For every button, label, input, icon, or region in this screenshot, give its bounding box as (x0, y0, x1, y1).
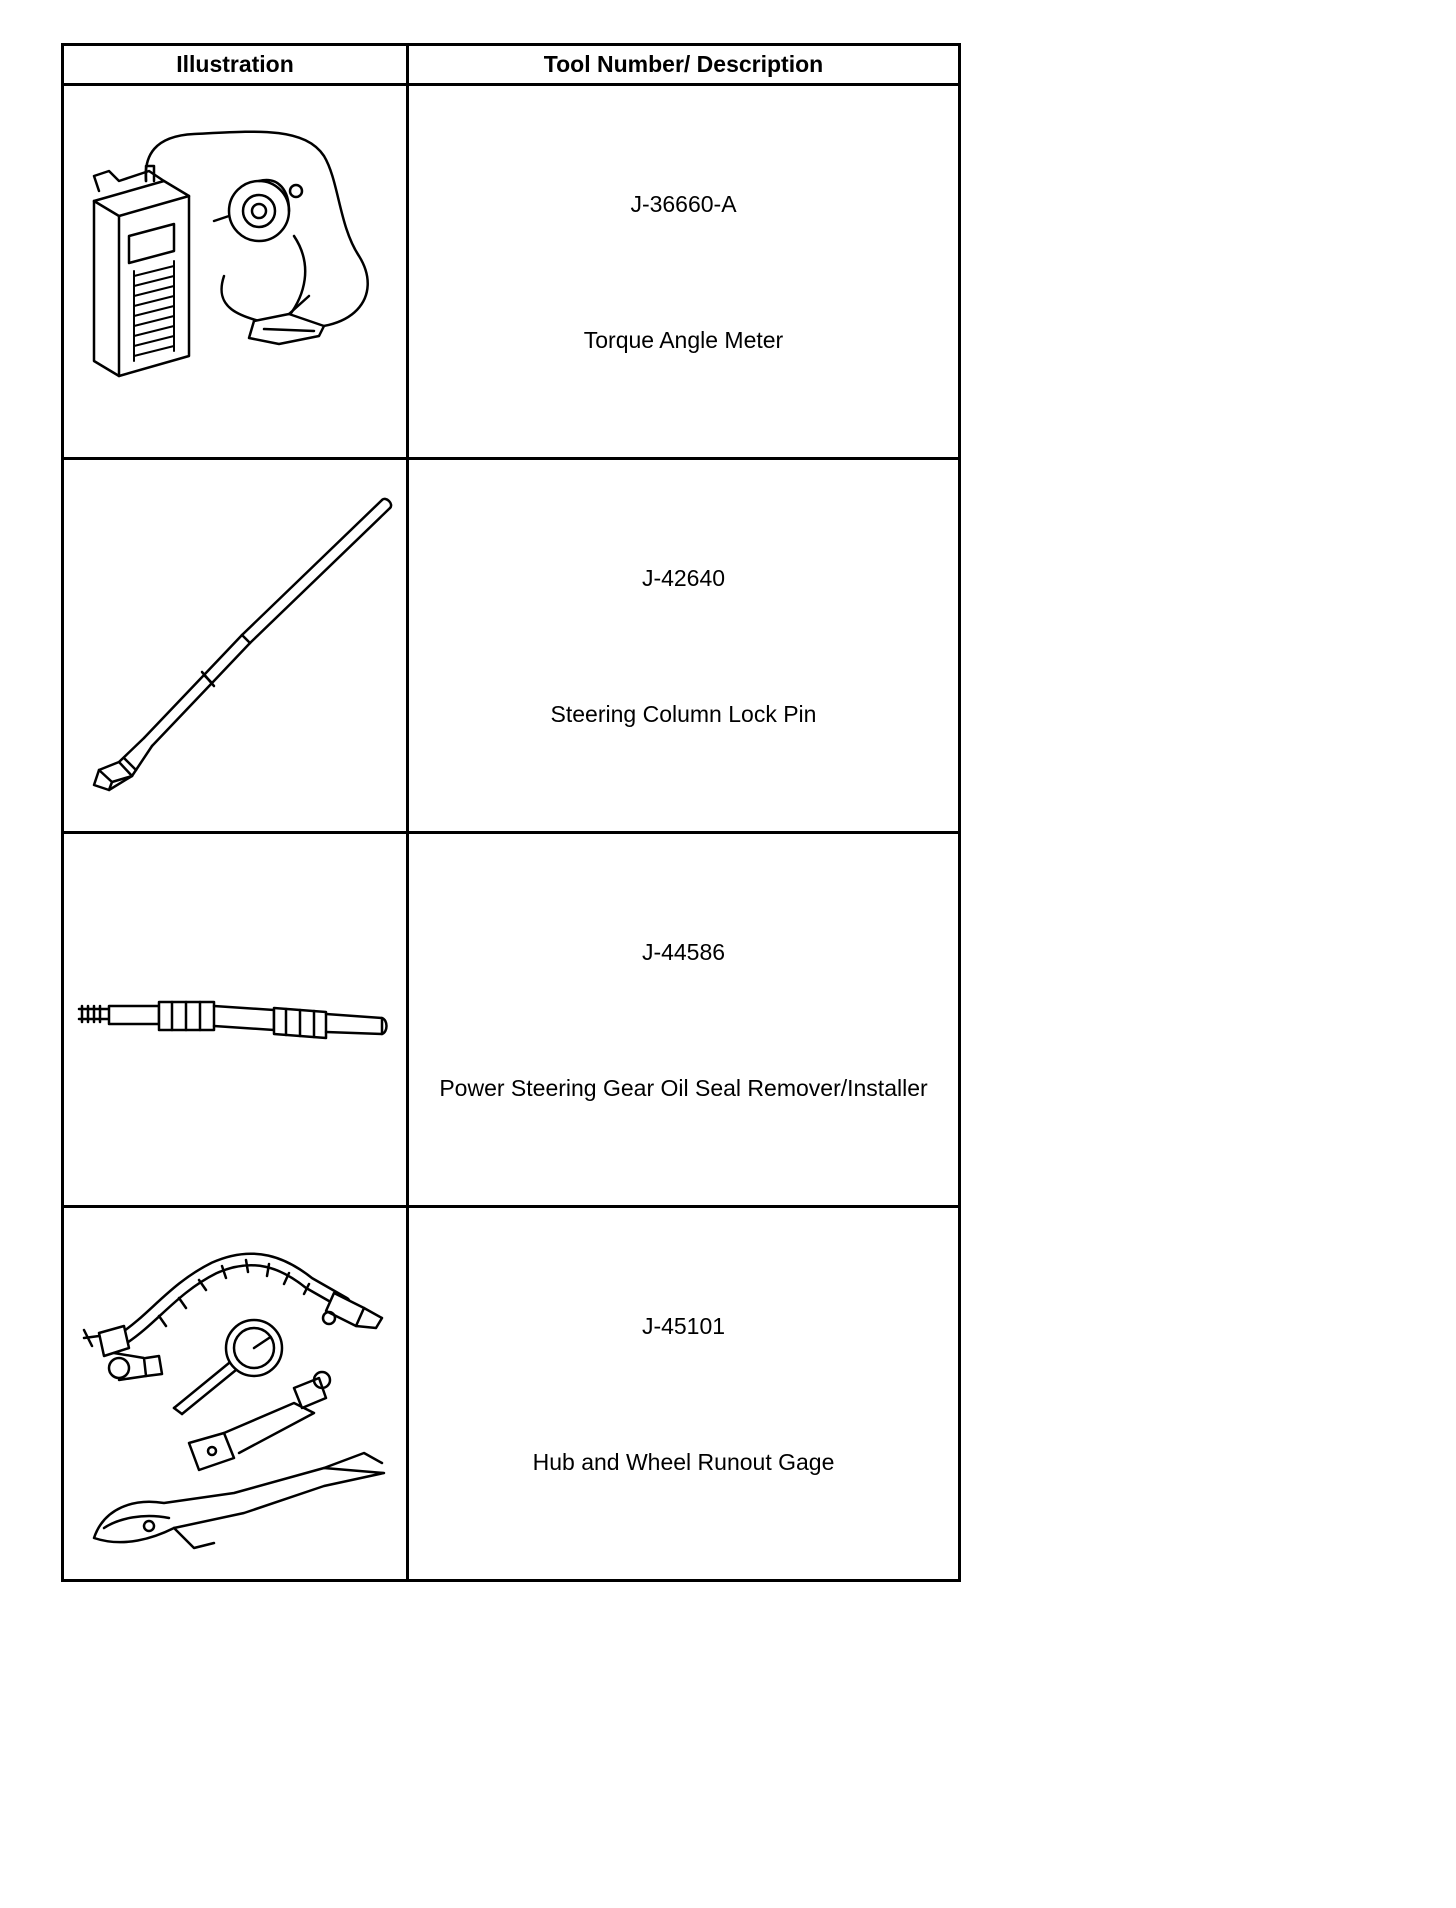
illustration-cell (61, 831, 409, 1208)
tools-table: Illustration Tool Number/ Description (61, 43, 961, 1582)
illustration-cell (61, 1205, 409, 1582)
tool-description: Steering Column Lock Pin (550, 701, 817, 727)
table-row: J-42640 Steering Column Lock Pin (61, 457, 961, 834)
table-header-row: Illustration Tool Number/ Description (61, 43, 961, 86)
table-row: J-44586 Power Steering Gear Oil Seal Rem… (61, 831, 961, 1208)
tool-number: J-44586 (641, 939, 726, 965)
table-row: J-45101 Hub and Wheel Runout Gage (61, 1205, 961, 1582)
description-cell: J-42640 Steering Column Lock Pin (406, 457, 961, 834)
runout-gage-icon (82, 1252, 386, 1550)
tool-number: J-42640 (641, 565, 726, 591)
illustration-cell (61, 457, 409, 834)
torque-angle-meter-icon (92, 130, 369, 378)
description-cell: J-44586 Power Steering Gear Oil Seal Rem… (406, 831, 961, 1208)
description-cell: J-45101 Hub and Wheel Runout Gage (406, 1205, 961, 1582)
tool-number: J-45101 (641, 1313, 726, 1339)
header-illustration: Illustration (61, 43, 409, 86)
lock-pin-icon (92, 497, 393, 792)
tool-number: J-36660-A (630, 191, 737, 217)
tool-description: Hub and Wheel Runout Gage (532, 1449, 835, 1475)
illustration-cell (61, 83, 409, 460)
table-row: J-36660-A Torque Angle Meter (61, 83, 961, 460)
seal-remover-icon (77, 1000, 388, 1040)
tool-description: Torque Angle Meter (583, 327, 784, 353)
tool-description: Power Steering Gear Oil Seal Remover/Ins… (439, 1075, 928, 1101)
description-cell: J-36660-A Torque Angle Meter (406, 83, 961, 460)
header-tool-description: Tool Number/ Description (406, 43, 961, 86)
